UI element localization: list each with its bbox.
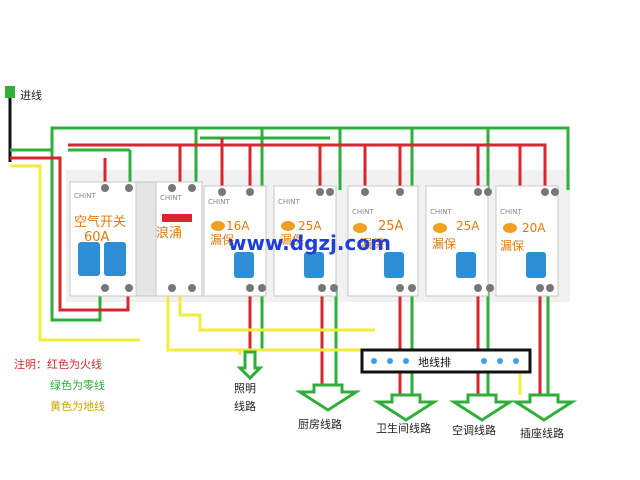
- breaker-rcd-2-rating: 25A: [298, 219, 322, 233]
- live-wires: [10, 138, 547, 395]
- test-button[interactable]: [281, 221, 295, 231]
- brand-logo: CHINT: [160, 194, 182, 202]
- breaker-rcd-1: CHINT 16A 漏保: [203, 185, 267, 297]
- ground-wires: [10, 164, 522, 395]
- circuit-lighting-label-2: 线路: [234, 399, 256, 413]
- breaker-rcd-2: CHINT 25A 漏保: [273, 185, 338, 297]
- brand-logo: CHINT: [500, 208, 522, 216]
- lighting-arrow: [236, 350, 264, 381]
- switch-handle[interactable]: [456, 252, 476, 278]
- breaker-rcd-5-rating: 20A: [522, 221, 546, 235]
- switch-handle[interactable]: [104, 242, 126, 276]
- ground-bar-label: 地线排: [418, 355, 451, 369]
- brand-logo: CHINT: [430, 208, 452, 216]
- breaker-rcd-2-label: 漏保: [280, 233, 304, 247]
- neutral-wires: [10, 126, 570, 395]
- circuit-bathroom-label: 卫生间线路: [376, 421, 431, 435]
- breaker-surge: CHINT 浪涌: [155, 181, 203, 297]
- aircon-arrow: [448, 393, 516, 422]
- note-neutral: 绿色为零线: [50, 378, 105, 392]
- breaker-rcd-3-rating: 25A: [378, 219, 404, 234]
- breaker-rcd-5-label: 漏保: [500, 239, 524, 253]
- note-live: 注明：红色为火线: [14, 357, 102, 371]
- circuit-lighting-label-1: 照明: [234, 382, 256, 395]
- brand-logo: CHINT: [278, 198, 300, 206]
- breaker-main-label: 空气开关: [74, 214, 126, 230]
- test-button[interactable]: [503, 223, 517, 233]
- breaker-rcd-3: CHINT 25A 漏保: [347, 185, 419, 297]
- brand-logo: CHINT: [208, 198, 230, 206]
- breaker-main-rating: 60A: [84, 230, 110, 245]
- breaker-rcd-4: CHINT 25A 漏保: [425, 185, 494, 297]
- test-button[interactable]: [353, 223, 367, 233]
- ground-bar: 地线排: [360, 348, 532, 374]
- socket-arrow: [510, 393, 578, 422]
- switch-handle[interactable]: [526, 252, 546, 278]
- breaker-rcd-4-rating: 25A: [456, 219, 480, 233]
- breaker-rcd-1-label: 漏保: [210, 233, 234, 247]
- kitchen-arrow: [294, 383, 362, 412]
- breaker-main: CHINT 空气开关 60A: [69, 181, 157, 297]
- note-ground: 黄色为地线: [50, 399, 105, 413]
- brand-logo: CHINT: [74, 192, 96, 200]
- switch-handle[interactable]: [304, 252, 324, 278]
- watermark: www.dgzj.com: [228, 231, 391, 255]
- breaker-rcd-3-label: 漏保: [360, 237, 384, 251]
- test-button[interactable]: [433, 223, 447, 233]
- circuit-kitchen-label: 厨房线路: [298, 417, 342, 431]
- switch-handle[interactable]: [78, 242, 100, 276]
- breaker-rcd-1-rating: 16A: [226, 219, 250, 233]
- breaker-rcd-5: CHINT 20A 漏保: [495, 185, 559, 297]
- test-button[interactable]: [211, 221, 225, 231]
- bathroom-arrow: [372, 393, 440, 422]
- brand-logo: CHINT: [352, 208, 374, 216]
- switch-handle[interactable]: [234, 252, 254, 278]
- incoming-terminal: [5, 86, 15, 98]
- breaker-rcd-4-label: 漏保: [432, 237, 456, 251]
- legend-notes: 注明：红色为火线 绿色为零线 黄色为地线: [14, 357, 105, 413]
- circuit-aircon-label: 空调线路: [452, 423, 496, 437]
- breaker-surge-label: 浪涌: [156, 226, 182, 241]
- switch-handle[interactable]: [384, 252, 404, 278]
- incoming-label: 进线: [20, 88, 42, 102]
- circuit-socket-label: 插座线路: [520, 426, 564, 440]
